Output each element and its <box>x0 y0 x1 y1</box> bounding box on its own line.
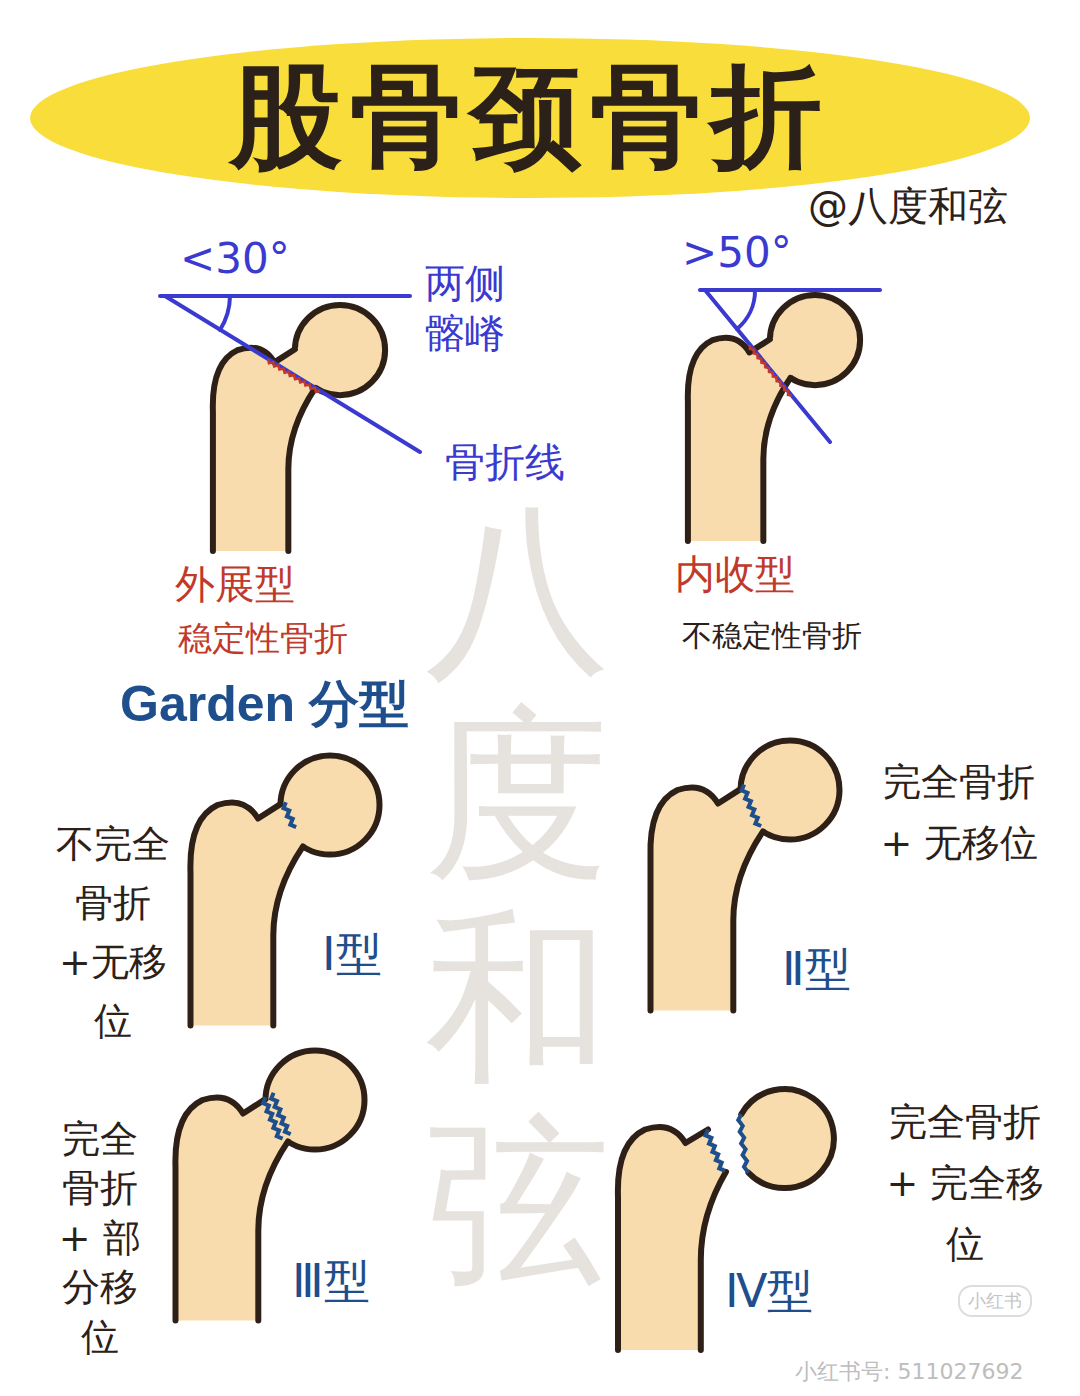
femur-drawing <box>618 1089 834 1350</box>
femur-drawing-part <box>288 388 315 551</box>
femur-drawing-part <box>741 1089 834 1188</box>
femur-drawing-part <box>271 1093 291 1134</box>
angle-lines-part <box>705 290 830 442</box>
fracture-line <box>750 345 792 396</box>
title-band <box>30 38 1030 198</box>
fracture-line <box>268 359 320 392</box>
femur-drawing <box>190 756 379 1026</box>
angle-lines <box>700 290 880 442</box>
femur-drawing-part <box>618 1127 708 1350</box>
type-number: Ⅱ型 <box>782 940 851 1000</box>
femur-drawing-part <box>738 1114 748 1173</box>
femur-drawing-part <box>650 781 790 1011</box>
line-label: 骨折线 <box>445 436 565 488</box>
description-text: 完全骨折 + 完全移位 <box>878 1092 1053 1274</box>
type-number: Ⅳ型 <box>725 1262 813 1322</box>
angle-lines-part <box>220 296 230 330</box>
femur-drawing-part <box>283 802 296 827</box>
femur-drawing-part <box>706 1130 726 1171</box>
femur-drawing-part <box>190 796 330 1026</box>
badge-text: 小红书 <box>968 1290 1038 1312</box>
angle-lines-part <box>165 296 420 452</box>
femur-drawing-part <box>213 348 295 551</box>
femur-drawing-part <box>688 332 815 541</box>
angle-lines-part <box>160 294 410 298</box>
note-text: 不稳定性骨折 <box>682 616 862 655</box>
femur-drawing-part <box>701 1172 726 1350</box>
femur-drawing-part <box>738 1089 834 1188</box>
angle-lines-part <box>700 288 880 292</box>
type-number: Ⅲ型 <box>292 1252 370 1312</box>
angle-label: >50° <box>682 226 792 281</box>
femur-drawing-part <box>175 1097 265 1320</box>
line-label: 两侧髂嵴 <box>425 258 509 358</box>
femur-drawing-part <box>213 342 340 551</box>
type-label: 外展型 <box>175 558 295 610</box>
femur-drawing-part <box>258 1141 288 1320</box>
femur-drawing-part <box>650 787 740 1010</box>
badge-box: 小红书 <box>958 1285 1032 1317</box>
femur-drawing-part <box>618 1127 726 1350</box>
watermark-id: 小红书号: 511027692 <box>795 1358 1023 1387</box>
femur-drawing-part <box>763 378 790 541</box>
type-number: Ⅰ型 <box>322 925 382 985</box>
type-label: 内收型 <box>675 548 795 600</box>
femur-drawing-part <box>273 846 303 1025</box>
femur-drawing-part <box>190 802 280 1025</box>
section-heading: Garden 分型 <box>120 672 409 737</box>
title: 股骨颈骨折 <box>60 44 1000 190</box>
watermark: 八度和弦 <box>425 490 610 1304</box>
description-text: 完全 骨折 + 部分移位 <box>58 1115 142 1362</box>
femur-drawing <box>688 295 860 541</box>
description-text: 完全骨折 + 无移位 <box>872 752 1047 874</box>
angle-label: <30° <box>180 232 290 287</box>
angle-lines <box>160 296 420 452</box>
femur-drawing-part <box>688 338 770 541</box>
femur-drawing-part <box>733 831 763 1010</box>
author-tag: @八度和弦 <box>808 180 1008 232</box>
femur-drawing-part <box>742 785 762 826</box>
angle-lines-part <box>737 290 755 329</box>
note-text: 稳定性骨折 <box>178 616 348 660</box>
description-text: 不完全骨折+无移位 <box>52 815 174 1051</box>
